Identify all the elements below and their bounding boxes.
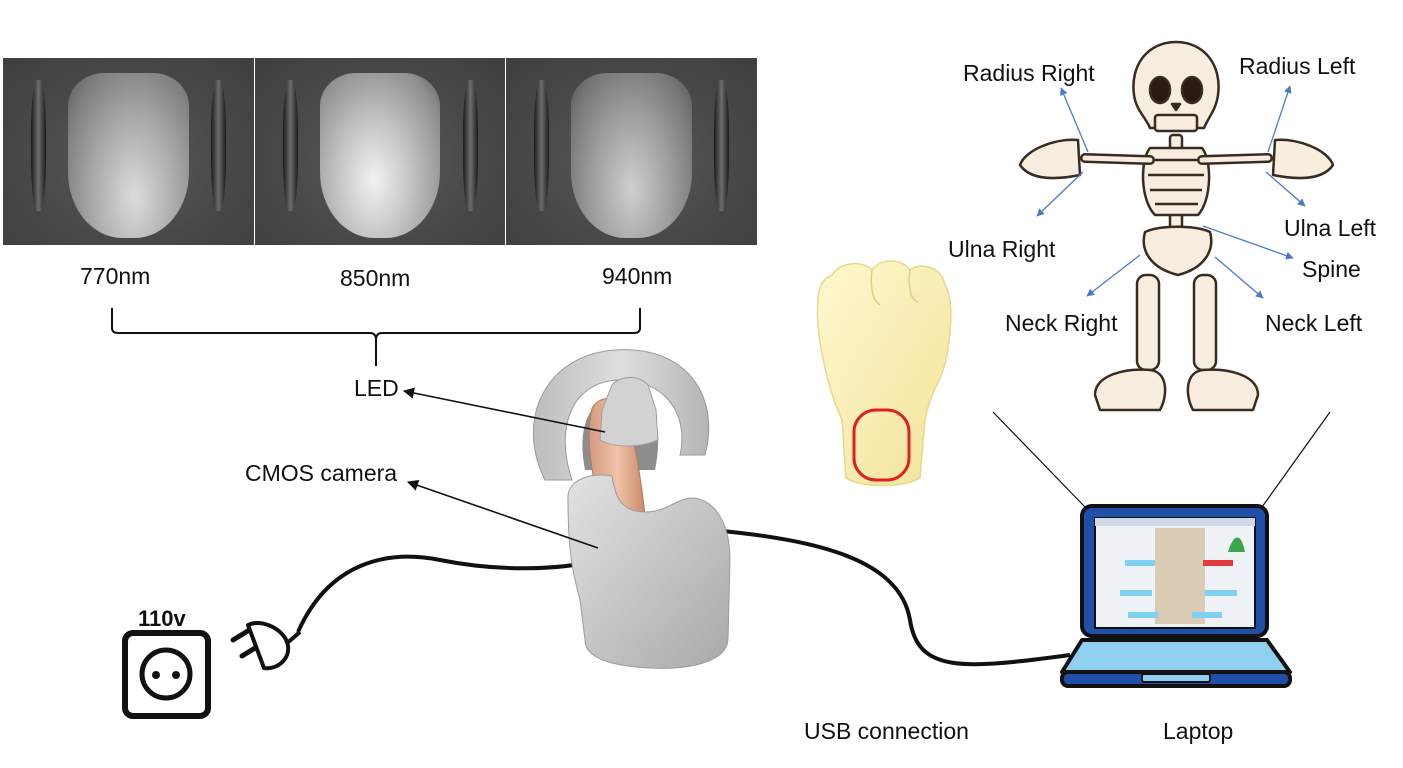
nir-image-940: [506, 58, 757, 245]
usb-cable: [711, 528, 1071, 667]
laptop-label: Laptop: [1163, 718, 1234, 744]
fist-roi-image: [816, 260, 952, 487]
led-label: LED: [354, 375, 399, 401]
projection-line-left: [992, 411, 1086, 508]
arrow-spine: [1202, 225, 1294, 260]
wavelength-bracket: [111, 308, 641, 366]
label-spine: Spine: [1302, 256, 1361, 282]
arrow-neck-right: [1086, 254, 1141, 297]
label-neck-left: Neck Left: [1265, 310, 1363, 336]
skeleton-pointer-arrows: [1036, 85, 1306, 299]
nir-image-770: [3, 58, 254, 245]
skeleton-image: [1018, 40, 1335, 412]
camera-arrow: [406, 480, 599, 549]
label-ulna-right: Ulna Right: [948, 236, 1056, 262]
arrow-ulna-left: [1265, 171, 1306, 207]
arrow-ulna-right: [1036, 171, 1084, 217]
led-arrow: [402, 387, 606, 433]
nir-image-850: [255, 58, 505, 245]
power-socket-icon: [122, 630, 211, 719]
wavelength-label-940: 940nm: [602, 263, 673, 289]
wavelength-label-850: 850nm: [340, 265, 411, 291]
projection-line-right: [1261, 411, 1331, 508]
cmos-camera-label: CMOS camera: [245, 460, 398, 486]
label-neck-right: Neck Right: [1005, 310, 1118, 336]
arrow-radius-right: [1060, 87, 1089, 153]
imaging-device: [532, 349, 731, 669]
usb-connection-label: USB connection: [804, 718, 969, 744]
arrow-neck-left: [1214, 256, 1264, 299]
label-ulna-left: Ulna Left: [1284, 215, 1377, 241]
laptop-icon: [1060, 504, 1292, 688]
wavelength-label-770: 770nm: [80, 263, 151, 289]
label-radius-right: Radius Right: [963, 60, 1095, 86]
power-cable: [296, 554, 601, 633]
plug-icon: [230, 621, 302, 671]
label-radius-left: Radius Left: [1239, 53, 1356, 79]
arrow-radius-left: [1267, 85, 1292, 153]
voltage-label: 110v: [138, 606, 186, 631]
